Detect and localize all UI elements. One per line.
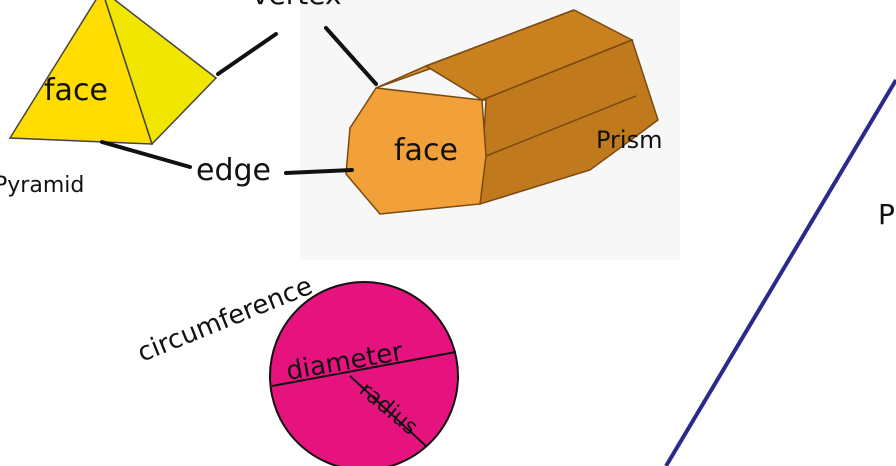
pyramid-shape <box>8 0 218 146</box>
edge-connector-right <box>284 168 354 175</box>
diameter-line <box>271 351 457 387</box>
prism-face-label: face <box>394 133 458 168</box>
edge-label: edge <box>196 153 271 188</box>
prism-side-edge <box>485 95 637 157</box>
prism-shape <box>345 9 659 215</box>
cut-off-label: P <box>878 198 895 231</box>
connector-lines <box>100 26 378 175</box>
pyramid-name-label: Pyramid <box>0 173 84 198</box>
prism-name-label: Prism <box>596 126 662 154</box>
vertex-connector-right <box>324 26 378 86</box>
edge-connector-left <box>100 140 192 169</box>
circle-shape <box>269 281 459 466</box>
prism-front-face <box>345 87 487 215</box>
pyramid-face-label: face <box>44 73 108 108</box>
circle-disc <box>269 281 459 466</box>
radius-line <box>349 375 427 447</box>
pyramid-side-face <box>104 0 218 146</box>
vertex-connector-left <box>216 32 278 76</box>
blue-diagonal-line <box>664 78 896 466</box>
vertex-label: vertex <box>252 0 342 11</box>
